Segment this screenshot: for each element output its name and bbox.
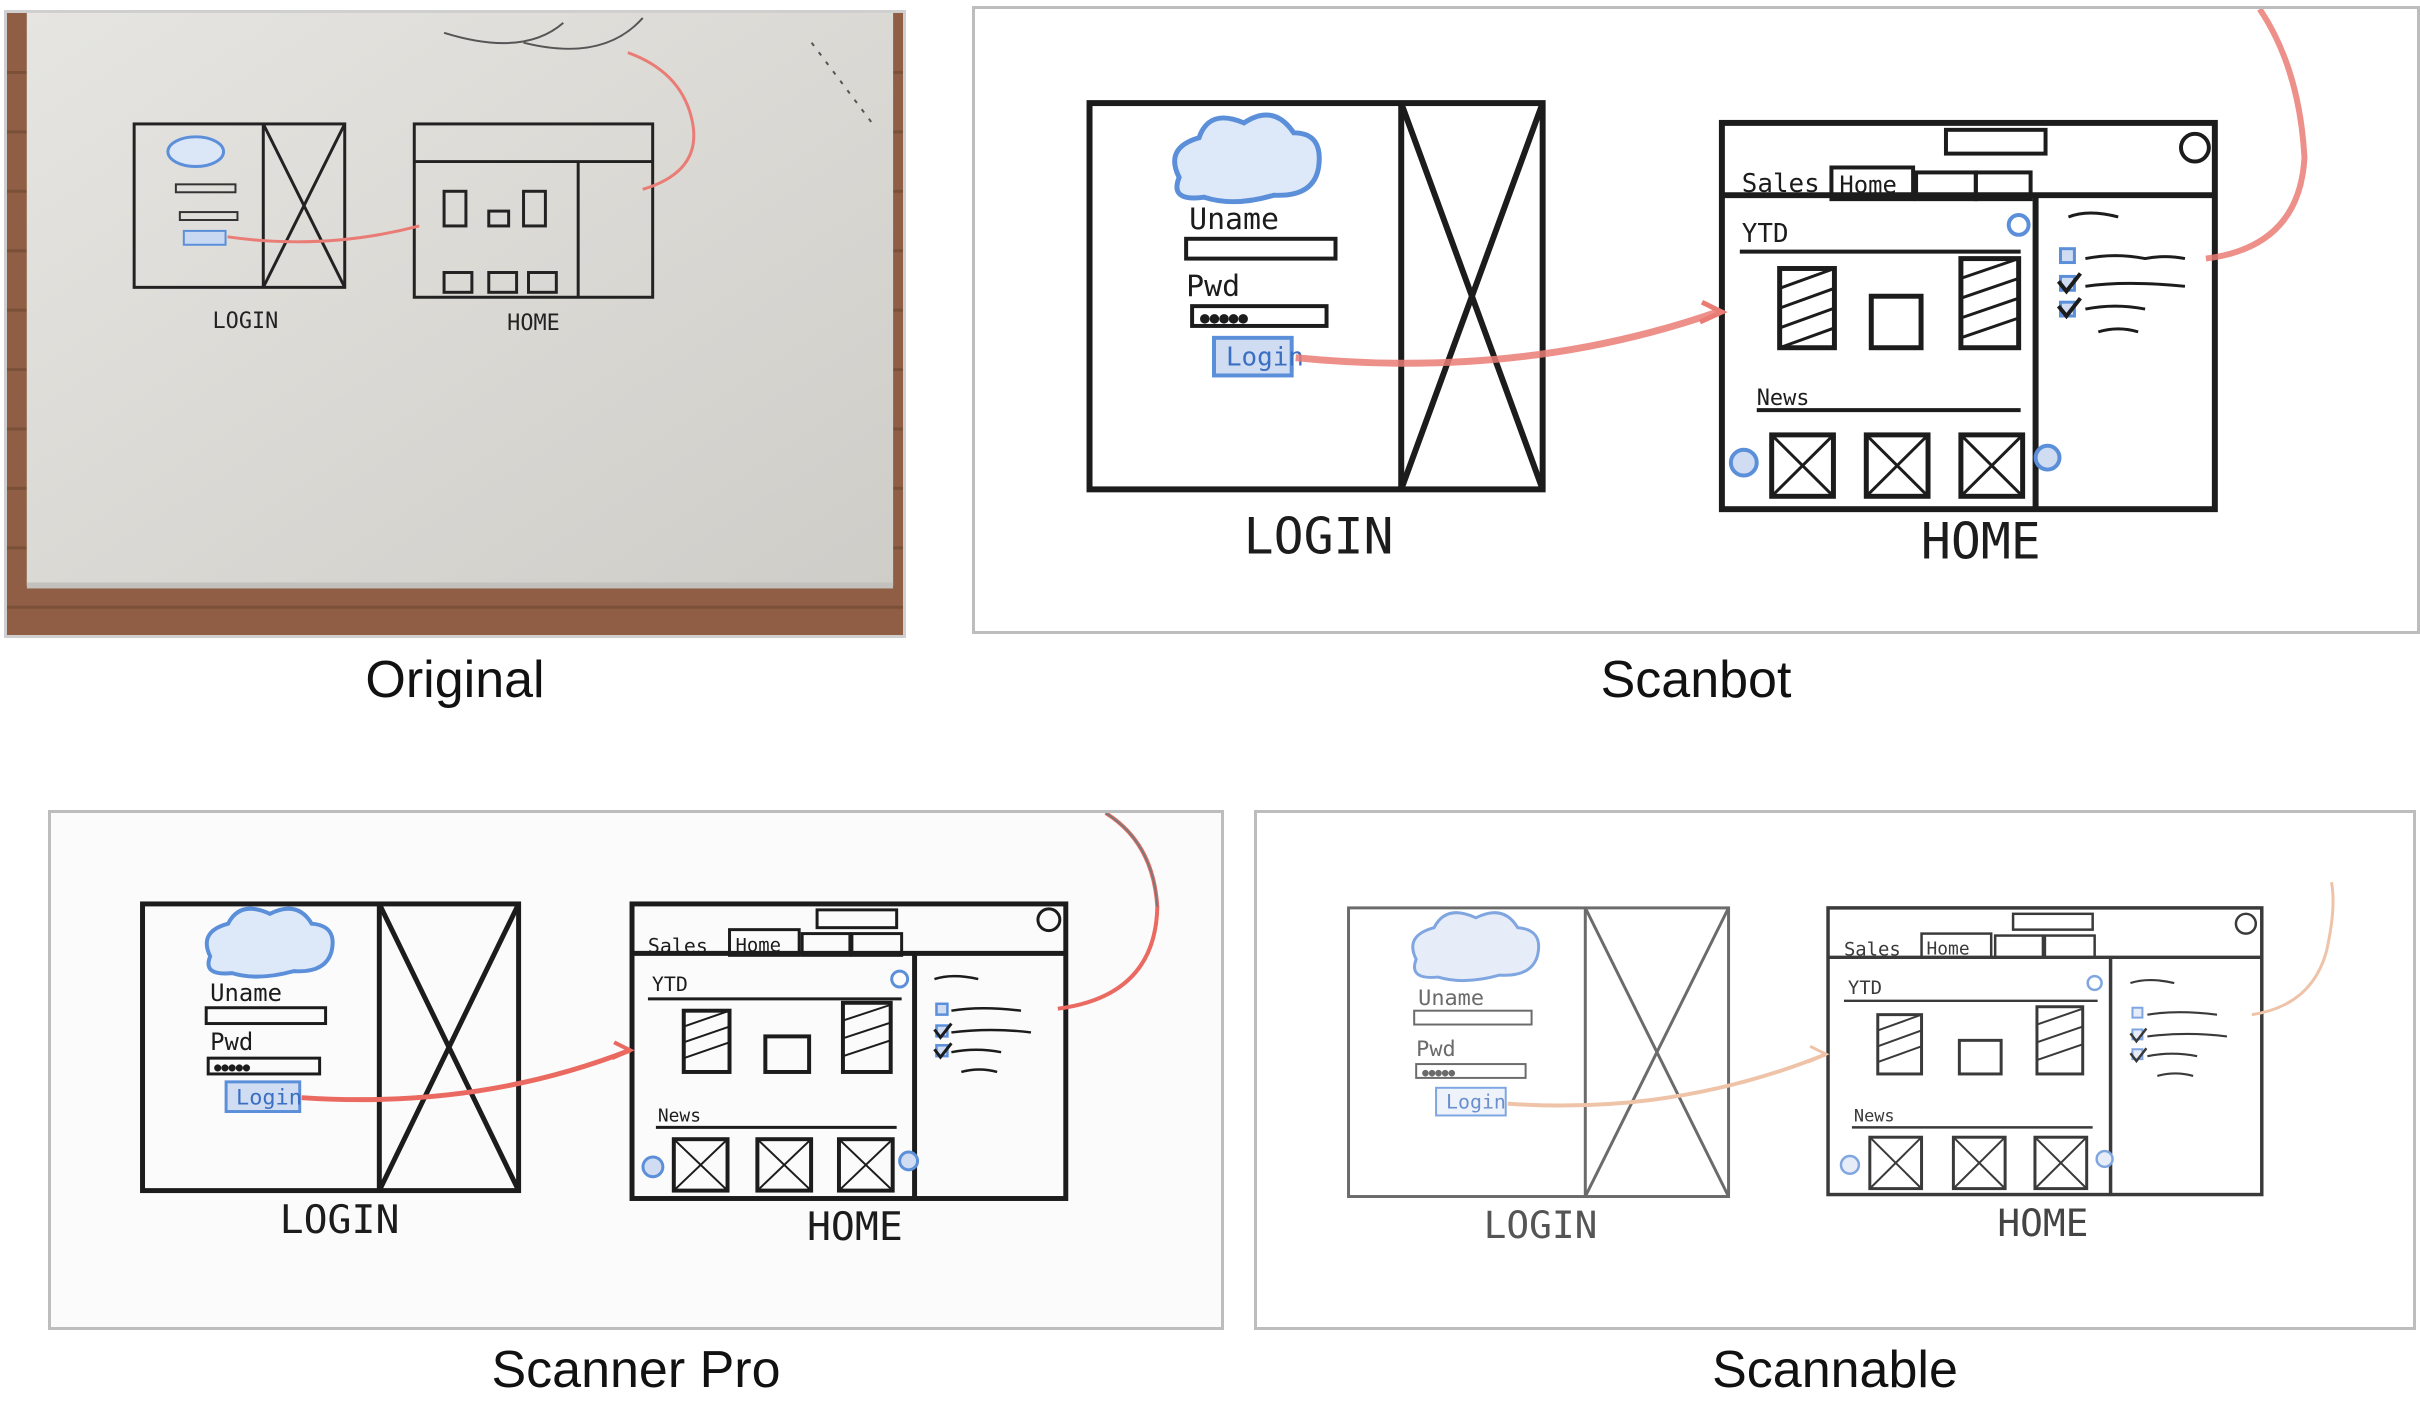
scanbot-login-label: LOGIN xyxy=(1244,508,1394,566)
original-home-label: HOME xyxy=(507,311,560,336)
scannable-home-tab: Home xyxy=(1927,938,1970,959)
scannable-pwd-label: Pwd xyxy=(1416,1037,1456,1062)
scannable-uname-label: Uname xyxy=(1418,986,1484,1011)
scanbot-home-tab: Home xyxy=(1839,171,1897,199)
caption-scanner-pro: Scanner Pro xyxy=(491,1341,781,1399)
panel-original: LOGIN HOME xyxy=(4,10,906,638)
scannerpro-uname-label: Uname xyxy=(210,979,282,1007)
scannable-password-mask: ●●●●● xyxy=(1422,1066,1455,1079)
scannerpro-login-button: Login xyxy=(236,1086,302,1111)
scanbot-news: News xyxy=(1757,386,1810,411)
scannable-home-label: HOME xyxy=(1997,1201,2088,1245)
scannable-login-label: LOGIN xyxy=(1484,1203,1598,1247)
scanbot-uname-label: Uname xyxy=(1189,202,1279,237)
scannerpro-login-label: LOGIN xyxy=(280,1197,400,1243)
scannerpro-password-mask: ●●●●● xyxy=(214,1060,251,1074)
scanbot-ytd: YTD xyxy=(1742,219,1789,249)
scanbot-pwd-label: Pwd xyxy=(1186,269,1240,304)
scannable-sales-tab: Sales xyxy=(1844,939,1901,960)
scannerpro-sales-tab: Sales xyxy=(648,934,708,957)
scannable-news: News xyxy=(1854,1105,1895,1125)
scannerpro-home-label: HOME xyxy=(807,1204,903,1250)
panel-scanner-pro: Uname Pwd ●●●●● Login LOGIN xyxy=(48,810,1224,1330)
scannable-sketch: Uname Pwd ●●●●● Login LOGIN xyxy=(1257,813,2413,1327)
scannable-ytd: YTD xyxy=(1848,978,1882,999)
scannable-login-button: Login xyxy=(1446,1091,1506,1114)
scannerpro-home-tab: Home xyxy=(735,935,780,956)
scanbot-home-label: HOME xyxy=(1921,513,2041,571)
scanbot-sketch: Uname Pwd ●●●●● Login LOGIN xyxy=(975,9,2417,631)
panel-scanbot: Uname Pwd ●●●●● Login LOGIN xyxy=(972,6,2420,634)
scannerpro-pwd-label: Pwd xyxy=(210,1028,253,1056)
scannerpro-sketch: Uname Pwd ●●●●● Login LOGIN xyxy=(51,813,1221,1327)
scannerpro-news: News xyxy=(658,1105,701,1126)
scanbot-password-mask: ●●●●● xyxy=(1200,308,1248,327)
original-photo: LOGIN HOME xyxy=(7,13,903,635)
caption-scannable: Scannable xyxy=(1712,1341,1958,1399)
panel-scannable: Uname Pwd ●●●●● Login LOGIN xyxy=(1254,810,2416,1330)
scannerpro-ytd: YTD xyxy=(652,973,688,996)
scanbot-sales-tab: Sales xyxy=(1742,169,1820,199)
caption-scanbot: Scanbot xyxy=(1600,651,1792,709)
original-login-label: LOGIN xyxy=(213,309,279,334)
caption-original: Original xyxy=(365,651,545,709)
scanbot-login-button: Login xyxy=(1226,343,1304,373)
